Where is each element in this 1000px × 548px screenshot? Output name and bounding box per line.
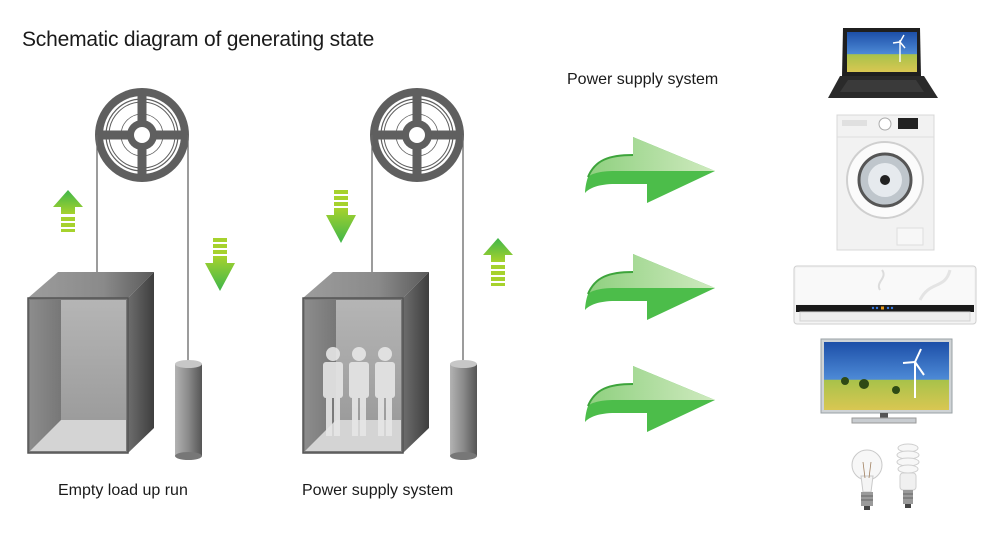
scene-caption-power-supply: Power supply system: [302, 482, 454, 499]
scene-empty-load: [27, 88, 235, 460]
pulley-icon: [95, 88, 189, 182]
diagram-title: Schematic diagram of generating state: [22, 28, 375, 51]
cfl-bulb-icon: [896, 443, 920, 508]
flow-arrow-icon: [585, 366, 715, 432]
arrow-down-icon: [326, 190, 356, 243]
television-icon: [820, 338, 953, 424]
flow-arrows: [585, 137, 715, 432]
passenger-icon: [323, 347, 343, 436]
counterweight: [450, 360, 477, 460]
air-conditioner-icon: [793, 265, 977, 325]
flow-arrow-icon: [585, 137, 715, 203]
elevator-car-occupied: [302, 272, 429, 454]
arrow-up-icon: [483, 238, 513, 286]
flow-arrow-icon: [585, 254, 715, 320]
power-supply-header: Power supply system: [567, 71, 719, 88]
washing-machine-icon: [836, 114, 935, 251]
scene-power-supply: [302, 88, 513, 460]
passenger-icon: [349, 347, 369, 436]
pulley-icon: [370, 88, 464, 182]
scene-caption-empty-load: Empty load up run: [58, 482, 188, 499]
elevator-car-empty: [27, 272, 154, 454]
passenger-icon: [375, 347, 395, 436]
light-bulb-icon: [851, 449, 883, 510]
arrow-down-icon: [205, 238, 235, 291]
arrow-up-icon: [53, 190, 83, 232]
counterweight: [175, 360, 202, 460]
laptop-icon: [828, 28, 938, 98]
